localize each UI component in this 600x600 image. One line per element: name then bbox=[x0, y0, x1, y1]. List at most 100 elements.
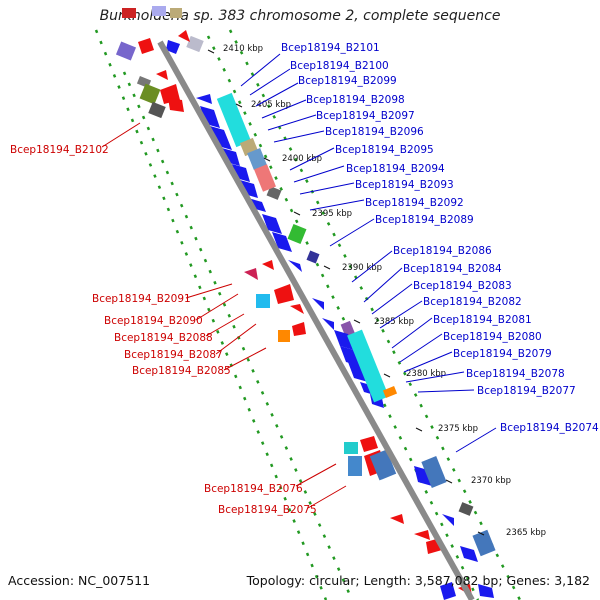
scale-tick-label: 2375 kbp bbox=[438, 424, 478, 434]
scale-tick-label: 2400 kbp bbox=[282, 154, 322, 164]
gene-arrow bbox=[340, 346, 360, 366]
gene-block bbox=[421, 456, 447, 488]
gene-label[interactable]: Bcep18194_B2097 bbox=[316, 110, 415, 122]
scale-tick: 2400 kbp bbox=[263, 154, 322, 164]
leader-line bbox=[273, 130, 325, 143]
leader-line bbox=[293, 165, 345, 183]
gene-label[interactable]: Bcep18194_B2075 bbox=[218, 504, 317, 516]
gene-label[interactable]: Bcep18194_B2086 bbox=[393, 245, 492, 257]
leader-line bbox=[329, 218, 375, 247]
scale-tick-label: 2395 kbp bbox=[312, 209, 352, 219]
gene-arrow bbox=[312, 298, 324, 310]
leader-line bbox=[215, 323, 257, 355]
topology-text: Topology: circular; Length: 3,587,082 bp… bbox=[246, 573, 590, 588]
gene-label[interactable]: Bcep18194_B2076 bbox=[204, 483, 303, 495]
gene-block bbox=[472, 529, 496, 557]
gene-block bbox=[369, 449, 397, 481]
gene-label[interactable]: Bcep18194_B2078 bbox=[466, 368, 565, 380]
gene-block bbox=[254, 164, 276, 192]
gene-label[interactable]: Bcep18194_B2096 bbox=[325, 126, 424, 138]
scale-tick: 2410 kbp bbox=[207, 44, 263, 54]
gene-block bbox=[148, 101, 166, 119]
gene-label[interactable]: Bcep18194_B2101 bbox=[281, 42, 380, 54]
gene-block bbox=[139, 83, 161, 105]
scale-tick: 2380 kbp bbox=[383, 369, 446, 379]
gene-label[interactable]: Bcep18194_B2088 bbox=[114, 332, 213, 344]
gene-block bbox=[186, 35, 204, 53]
gene-block bbox=[306, 250, 320, 264]
gene-block-long bbox=[216, 92, 252, 148]
gene-block bbox=[247, 148, 267, 170]
leader-line bbox=[101, 122, 141, 148]
gene-arrow bbox=[292, 322, 306, 336]
scale-tick: 2395 kbp bbox=[293, 209, 352, 219]
gene-label[interactable]: Bcep18194_B2080 bbox=[443, 331, 542, 343]
gene-label[interactable]: Bcep18194_B2093 bbox=[355, 179, 454, 191]
gene-label[interactable]: Bcep18194_B2082 bbox=[423, 296, 522, 308]
gene-label[interactable]: Bcep18194_B2084 bbox=[403, 263, 502, 275]
leader-line bbox=[391, 317, 433, 349]
gene-arrow bbox=[360, 436, 378, 452]
gene-arrow bbox=[244, 268, 258, 280]
gene-label[interactable]: Bcep18194_B2074 bbox=[500, 422, 599, 434]
gene-arrow bbox=[262, 214, 282, 234]
gene-label[interactable]: Bcep18194_B2094 bbox=[346, 163, 445, 175]
scale-tick-label: 2385 kbp bbox=[374, 317, 414, 327]
gene-label[interactable]: Bcep18194_B2083 bbox=[413, 280, 512, 292]
gene-label[interactable]: Bcep18194_B2091 bbox=[92, 293, 191, 305]
gene-block bbox=[382, 386, 398, 398]
gene-arrow bbox=[168, 98, 184, 112]
gene-arrow bbox=[334, 330, 354, 350]
gene-label[interactable]: Bcep18194_B2085 bbox=[132, 365, 231, 377]
scale-tick: 2385 kbp bbox=[353, 317, 414, 327]
gene-label[interactable]: Bcep18194_B2089 bbox=[375, 214, 474, 226]
gene-arrow bbox=[156, 70, 168, 80]
dotted-track-inner-right bbox=[206, 35, 480, 600]
gene-arrow bbox=[414, 530, 430, 540]
accession-text: Accession: NC_007511 bbox=[8, 573, 151, 588]
gene-arrow bbox=[274, 284, 294, 304]
gene-label[interactable]: Bcep18194_B2081 bbox=[433, 314, 532, 326]
gene-block bbox=[256, 294, 270, 308]
dotted-tracks bbox=[94, 29, 522, 600]
scale-tick-label: 2365 kbp bbox=[506, 528, 546, 538]
leader-line bbox=[363, 267, 403, 303]
scale-tick: 2405 kbp bbox=[235, 100, 291, 110]
gene-label[interactable]: Bcep18194_B2092 bbox=[365, 197, 464, 209]
gene-label[interactable]: Bcep18194_B2095 bbox=[335, 144, 434, 156]
scale-tick: 2365 kbp bbox=[477, 528, 546, 538]
gene-label[interactable]: Bcep18194_B2099 bbox=[298, 75, 397, 87]
gene-label[interactable]: Bcep18194_B2098 bbox=[306, 94, 405, 106]
scale-tick-label: 2370 kbp bbox=[471, 476, 511, 486]
gene-label[interactable]: Bcep18194_B2077 bbox=[477, 385, 576, 397]
leader-line bbox=[399, 333, 443, 363]
scale-tick: 2375 kbp bbox=[415, 424, 478, 434]
scale-tick: 2390 kbp bbox=[323, 263, 382, 273]
leader-line bbox=[405, 371, 465, 383]
leader-line bbox=[309, 199, 365, 211]
gene-label[interactable]: Bcep18194_B2087 bbox=[124, 349, 223, 361]
gene-arrow bbox=[196, 94, 212, 104]
gene-label[interactable]: Bcep18194_B2079 bbox=[453, 348, 552, 360]
gene-arrow bbox=[166, 40, 180, 54]
gene-label[interactable]: Bcep18194_B2100 bbox=[290, 60, 389, 72]
scale-ticks: 2410 kbp 2405 kbp 2400 kbp 2395 kbp 2390… bbox=[207, 44, 546, 538]
leader-line bbox=[195, 293, 239, 321]
gene-label[interactable]: Bcep18194_B2090 bbox=[104, 315, 203, 327]
gene-arrow bbox=[390, 514, 404, 524]
gene-block bbox=[278, 330, 290, 342]
gene-arrow bbox=[290, 304, 304, 314]
gene-arrow bbox=[442, 514, 454, 526]
leader-line bbox=[255, 82, 299, 107]
gene-block-long bbox=[347, 329, 389, 403]
scale-tick-label: 2390 kbp bbox=[342, 263, 382, 273]
gene-block bbox=[348, 456, 362, 476]
leader-line bbox=[295, 463, 337, 487]
top-gene-labels: Bcep18194_B2101 Bcep18194_B2100 Bcep1819… bbox=[240, 42, 599, 453]
leader-line bbox=[417, 389, 475, 393]
gene-label[interactable]: Bcep18194_B2102 bbox=[10, 144, 109, 156]
gene-arrow bbox=[200, 106, 220, 128]
gene-block bbox=[344, 442, 358, 454]
gene-arrow bbox=[138, 38, 154, 54]
